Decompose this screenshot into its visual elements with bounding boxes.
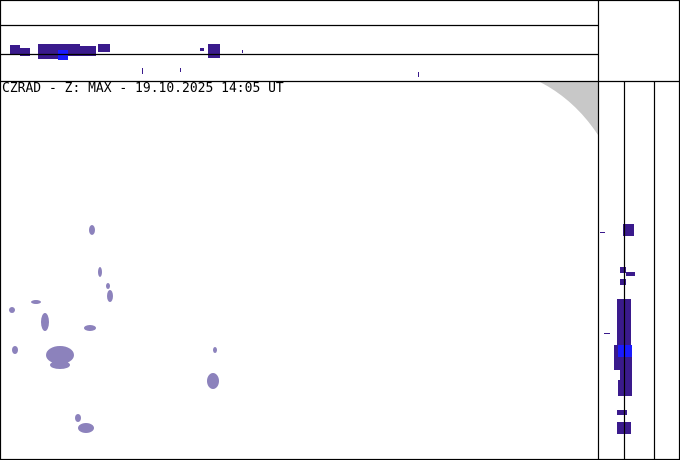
echo-cell xyxy=(50,361,70,369)
echo-cell xyxy=(106,283,110,289)
echo-cell xyxy=(242,50,243,53)
echo-cell xyxy=(46,346,74,364)
echo-cell xyxy=(180,68,181,72)
echo-cell xyxy=(208,44,220,58)
echo-cell xyxy=(89,225,95,235)
echo-cell xyxy=(207,373,219,389)
echo-cell xyxy=(620,267,626,273)
echo-cell xyxy=(10,45,20,55)
echo-cell xyxy=(617,410,627,415)
echo-cell xyxy=(620,279,626,285)
side-projection-echoes xyxy=(600,224,635,434)
echo-cell xyxy=(604,333,610,334)
echo-cell xyxy=(626,272,635,276)
echo-cell xyxy=(84,325,96,331)
map-echoes xyxy=(9,225,219,433)
echo-cell xyxy=(200,48,204,51)
echo-cell xyxy=(418,72,419,77)
echo-cell xyxy=(213,347,217,353)
echo-cell xyxy=(9,307,15,313)
echo-cell xyxy=(600,232,605,233)
echo-cell xyxy=(107,290,113,302)
echo-cell xyxy=(80,46,96,56)
echo-cell xyxy=(75,414,81,422)
map-title: CZRAD - Z: MAX - 19.10.2025 14:05 UT xyxy=(2,81,284,96)
echo-cell xyxy=(142,68,143,74)
range-ring-shade xyxy=(540,82,598,135)
echo-cell xyxy=(20,48,30,56)
echo-cell xyxy=(623,224,634,236)
echo-cell xyxy=(41,313,49,331)
echo-cell xyxy=(12,346,18,354)
echo-cell xyxy=(38,44,60,59)
top-projection-echoes xyxy=(10,44,419,77)
echo-cell xyxy=(78,423,94,433)
echo-cell xyxy=(98,44,110,52)
echo-cell xyxy=(31,300,41,304)
echo-cell xyxy=(98,267,102,277)
